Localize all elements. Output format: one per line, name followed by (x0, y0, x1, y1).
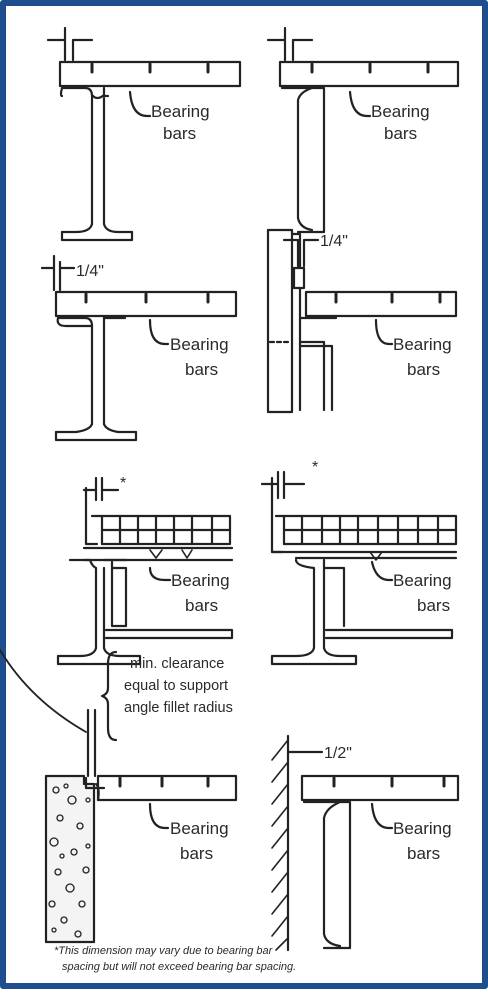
detail-2-label-line2: bars (384, 124, 417, 143)
clearance-note-line3: angle fillet radius (124, 700, 233, 716)
detail-3-ibeam: 1/4" Bearing bars (40, 254, 238, 442)
detail-8-wall: 1/2" Bearing bars (271, 734, 460, 952)
detail-3-label-line1: Bearing (170, 335, 229, 354)
detail-1-label-line2: bars (163, 124, 196, 143)
detail-6-dimension: * (312, 459, 318, 476)
detail-8-dimension: 1/2" (324, 745, 352, 762)
detail-5-ibeam-angle: * Bearing bars (56, 475, 234, 666)
detail-1-label-line1: Bearing (151, 102, 210, 121)
detail-6-ibeam-angle: * Bearing bars (260, 459, 458, 666)
detail-2-channel: Bearing bars (266, 26, 460, 234)
detail-5-label-line2: bars (185, 596, 218, 615)
detail-6-label-line1: Bearing (393, 571, 452, 590)
detail-5-dimension: * (120, 475, 126, 492)
detail-3-dimension: 1/4" (76, 263, 104, 280)
detail-4-dimension: 1/4" (320, 233, 348, 250)
clearance-note-line1: min. clearance (130, 656, 224, 672)
detail-6-label-line2: bars (417, 596, 450, 615)
detail-3-label-line2: bars (185, 360, 218, 379)
detail-8-label-line1: Bearing (393, 819, 452, 838)
detail-4-label-line1: Bearing (393, 335, 452, 354)
detail-7-label-line2: bars (180, 844, 213, 863)
detail-7-label-line1: Bearing (170, 819, 229, 838)
detail-2-label-line1: Bearing (371, 102, 430, 121)
clearance-note-line2: equal to support (124, 678, 228, 694)
detail-8-label-line2: bars (407, 844, 440, 863)
detail-4-column: 1/4" Bearing bars (266, 228, 458, 414)
detail-4-label-line2: bars (407, 360, 440, 379)
clearance-leader-line (0, 649, 87, 733)
wall-hatching (271, 739, 289, 951)
footnote-line1: *This dimension may vary due to bearing … (54, 945, 274, 957)
detail-7-concrete: min. clearance equal to support angle fi… (0, 649, 238, 944)
concrete-aggregate (48, 783, 91, 938)
detail-1-ibeam: Bearing bars (46, 26, 242, 242)
detail-5-label-line1: Bearing (171, 571, 230, 590)
footnote-line2: spacing but will not exceed bearing bar … (62, 961, 296, 973)
